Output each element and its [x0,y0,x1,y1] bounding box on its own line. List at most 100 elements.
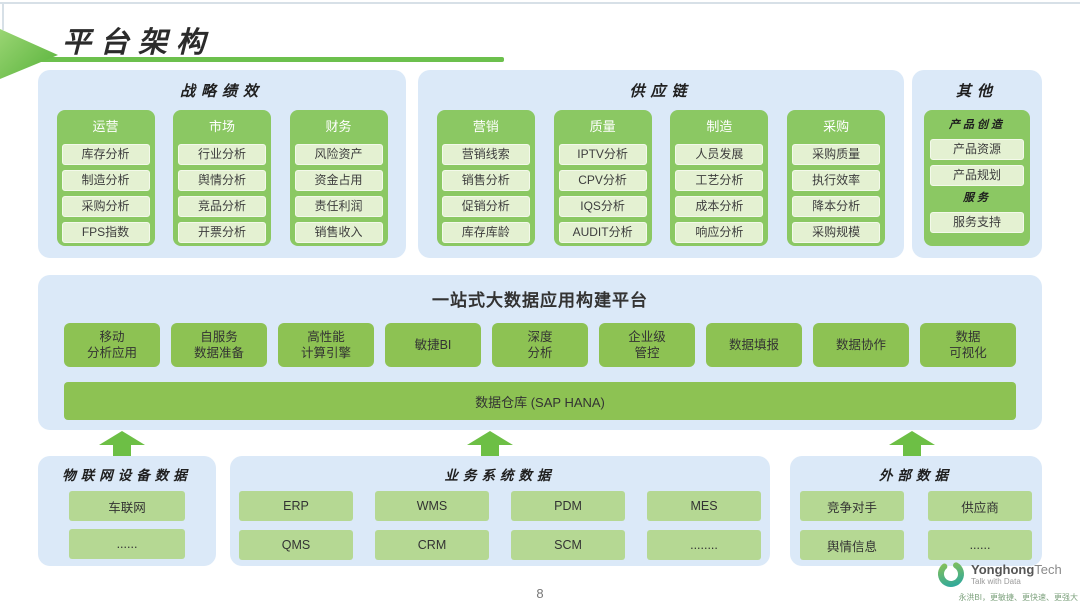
platform-title: 一站式大数据应用构建平台 [432,291,648,310]
module-data-visualization: 数据 可视化 [920,323,1016,367]
analysis-item: 成本分析 [675,196,764,217]
analysis-item: IPTV分析 [558,144,647,165]
platform-modules: 移动 分析应用 自服务 数据准备 高性能 计算引擎 敏捷BI 深度 分析 企业级… [38,311,1042,367]
up-arrow-icon [99,431,145,456]
source-item: ...... [69,529,185,559]
panel-business-system-data: 业务系统数据 ERP WMS PDM MES QMS CRM SCM .....… [230,456,770,566]
column-operations-header: 运营 [92,119,119,134]
analysis-item: 舆情分析 [178,170,266,191]
business-system-items: ERP WMS PDM MES QMS CRM SCM ........ [230,491,770,560]
column-market-header: 市场 [208,119,235,134]
analysis-item: 采购规模 [792,222,881,243]
analysis-item: 营销线索 [441,144,530,165]
analysis-item: IQS分析 [558,196,647,217]
source-item: PDM [511,491,625,521]
analysis-item: 库存库龄 [441,222,530,243]
column-quality-header: 质量 [589,119,616,134]
source-item: 竞争对手 [800,491,904,521]
analysis-item: 竞品分析 [178,196,266,217]
supply-chain-columns: 营销 营销线索 销售分析 促销分析 库存库龄 质量 IPTV分析 CPV分析 I… [418,110,904,246]
panel-supply-chain-title: 供应链 [629,82,693,100]
panel-strategic-performance-title: 战略绩效 [179,82,264,100]
analysis-item: 产品规划 [930,165,1024,186]
module-mobile-analysis: 移动 分析应用 [64,323,160,367]
analysis-item: 库存分析 [61,144,150,165]
analysis-item: AUDIT分析 [558,222,647,243]
module-enterprise-governance: 企业级 管控 [599,323,695,367]
module-deep-analysis: 深度 分析 [492,323,588,367]
source-item: SCM [511,530,625,560]
page-number: 8 [536,586,544,601]
analysis-item: 响应分析 [675,222,764,243]
source-item: ........ [647,530,761,560]
logo-brand-text: Yonghong [971,561,1035,577]
analysis-item: 开票分析 [178,222,266,243]
column-quality: 质量 IPTV分析 CPV分析 IQS分析 AUDIT分析 [553,110,652,246]
analysis-item: 制造分析 [61,170,150,191]
source-item: ERP [239,491,353,521]
analysis-item: 服务支持 [930,212,1024,233]
source-item: ...... [928,530,1032,560]
slide-top-border [0,2,1080,4]
analysis-item: 责任利润 [294,196,383,217]
analysis-item: 降本分析 [792,196,881,217]
page-title: 平台架构 [62,25,215,59]
analysis-item: 采购分析 [61,196,150,217]
source-item: CRM [375,530,489,560]
column-product-creation: 产品创造 产品资源 产品规划 服务 服务支持 [924,110,1030,246]
panel-external-data: 外部数据 竞争对手 供应商 舆情信息 ...... [790,456,1042,566]
source-item: 舆情信息 [800,530,904,560]
source-item: 车联网 [69,491,185,521]
iot-items: 车联网 ...... [38,491,216,559]
column-marketing: 营销 营销线索 销售分析 促销分析 库存库龄 [436,110,535,246]
analysis-item: 促销分析 [441,196,530,217]
slide-left-border [2,2,4,30]
module-data-reporting: 数据填报 [706,323,802,367]
analysis-item: 工艺分析 [675,170,764,191]
column-marketing-header: 营销 [472,119,499,134]
column-manufacturing-header: 制造 [706,119,733,134]
analysis-item: 人员发展 [675,144,764,165]
analysis-item: FPS指数 [61,222,150,243]
external-data-items: 竞争对手 供应商 舆情信息 ...... [790,491,1042,560]
column-manufacturing: 制造 人员发展 工艺分析 成本分析 响应分析 [670,110,769,246]
panel-supply-chain: 供应链 营销 营销线索 销售分析 促销分析 库存库龄 质量 IPTV分析 CPV… [418,70,904,258]
source-item: 供应商 [928,491,1032,521]
analysis-item: 销售收入 [294,222,383,243]
panel-platform: 一站式大数据应用构建平台 移动 分析应用 自服务 数据准备 高性能 计算引擎 敏… [38,275,1042,430]
strategic-columns: 运营 库存分析 制造分析 采购分析 FPS指数 市场 行业分析 舆情分析 竞品分… [38,110,406,246]
panel-other: 其他 产品创造 产品资源 产品规划 服务 服务支持 [912,70,1042,258]
analysis-item: 行业分析 [178,144,266,165]
vendor-logo: YonghongTech Talk with Data 永洪BI，更敏捷、更快速… [936,559,1078,603]
analysis-item: CPV分析 [558,170,647,191]
module-self-service-data-prep: 自服务 数据准备 [171,323,267,367]
panel-external-data-title: 外部数据 [879,468,953,484]
column-procurement: 采购 采购质量 执行效率 降本分析 采购规模 [787,110,886,246]
column-finance-header: 财务 [325,119,352,134]
panel-strategic-performance: 战略绩效 运营 库存分析 制造分析 采购分析 FPS指数 市场 行业分析 舆情分… [38,70,406,258]
column-procurement-header: 采购 [823,119,850,134]
logo-subtitle: Talk with Data [971,577,1021,587]
module-agile-bi: 敏捷BI [385,323,481,367]
module-data-collaboration: 数据协作 [813,323,909,367]
column-market: 市场 行业分析 舆情分析 竞品分析 开票分析 [173,110,271,246]
product-creation-header: 产品创造 [949,118,1005,131]
yonghong-logo-icon [938,561,964,587]
logo-tagline: 永洪BI，更敏捷、更快速、更强大 [958,593,1078,602]
analysis-item: 风险资产 [294,144,383,165]
source-item: MES [647,491,761,521]
service-header: 服务 [963,191,991,204]
panel-other-title: 其他 [955,82,998,100]
up-arrow-icon [889,431,935,456]
analysis-item: 采购质量 [792,144,881,165]
column-operations: 运营 库存分析 制造分析 采购分析 FPS指数 [56,110,155,246]
up-arrow-icon [467,431,513,456]
analysis-item: 资金占用 [294,170,383,191]
analysis-item: 销售分析 [441,170,530,191]
column-finance: 财务 风险资产 资金占用 责任利润 销售收入 [289,110,388,246]
panel-business-system-data-title: 业务系统数据 [444,468,556,484]
logo-brand-suffix-text: Tech [1034,561,1062,577]
panel-iot-device-data-title: 物联网设备数据 [62,468,192,484]
title-underline [32,57,504,62]
